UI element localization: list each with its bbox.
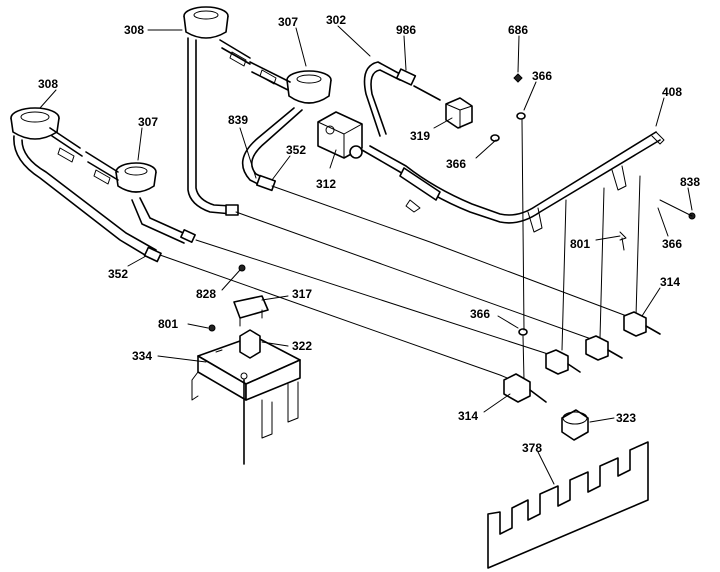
burner-valves <box>503 311 661 403</box>
label-314-right: 314 <box>660 275 680 289</box>
label-323: 323 <box>616 411 636 425</box>
label-352-left: 352 <box>108 267 128 281</box>
rear-burner-assembly <box>183 6 332 216</box>
label-352-mid: 352 <box>286 143 306 157</box>
label-986: 986 <box>396 23 416 37</box>
label-307-left: 307 <box>138 115 158 129</box>
label-317: 317 <box>292 287 312 301</box>
label-839: 839 <box>228 113 248 127</box>
pressure-regulator-312 <box>317 111 363 159</box>
label-307-top: 307 <box>278 15 298 29</box>
label-312: 312 <box>316 177 336 191</box>
label-366-a: 366 <box>532 69 552 83</box>
label-366-d: 366 <box>470 307 490 321</box>
label-686: 686 <box>508 23 528 37</box>
label-366-b: 366 <box>446 157 466 171</box>
leader-lines <box>39 25 693 485</box>
label-302: 302 <box>326 13 346 27</box>
label-322: 322 <box>292 339 312 353</box>
gas-tube-302 <box>363 61 441 137</box>
label-366-c: 366 <box>662 237 682 251</box>
ignition-bracket-334 <box>191 295 301 465</box>
label-838: 838 <box>680 175 700 189</box>
left-burner-assembly <box>10 107 196 263</box>
valve-319 <box>445 97 473 129</box>
label-314-bottom: 314 <box>458 409 478 423</box>
label-801-right: 801 <box>570 237 590 251</box>
callout-labels: 308 307 302 986 686 366 308 307 839 352 … <box>38 13 700 455</box>
label-334: 334 <box>132 349 152 363</box>
label-308-top: 308 <box>124 23 144 37</box>
label-828: 828 <box>196 287 216 301</box>
manifold-408 <box>361 131 665 233</box>
label-408: 408 <box>662 85 682 99</box>
label-378: 378 <box>522 441 542 455</box>
knob-323 <box>561 409 589 441</box>
label-801-left: 801 <box>158 317 178 331</box>
fasteners <box>208 73 696 336</box>
label-308-left: 308 <box>38 77 58 91</box>
heat-shield-378 <box>487 441 649 569</box>
label-319: 319 <box>410 129 430 143</box>
